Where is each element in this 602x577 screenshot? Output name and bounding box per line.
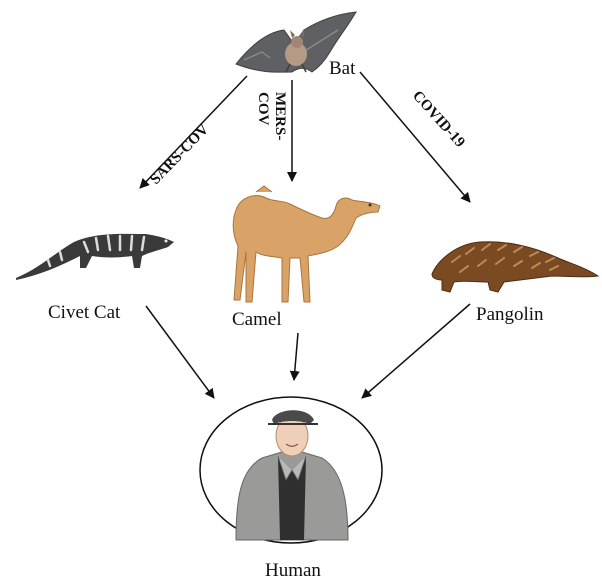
- pangolin-label: Pangolin: [476, 304, 544, 325]
- bat-label: Bat: [329, 58, 356, 79]
- mers-cov-label: MERS- COV: [255, 92, 288, 140]
- civet-icon: [16, 234, 174, 280]
- civet-label: Civet Cat: [48, 302, 121, 323]
- camel-icon: [233, 186, 380, 302]
- sars-cov-label: SARS-COV: [147, 121, 212, 187]
- mers-cov-label-line2: COV: [255, 92, 271, 126]
- pangolin-icon: [432, 242, 598, 292]
- camel-label: Camel: [232, 309, 282, 330]
- pangolin-to-human-arrow: [362, 304, 470, 398]
- civet-to-human-arrow: [146, 306, 214, 398]
- camel-to-human-arrow: [294, 333, 298, 380]
- mers-cov-label-line1: MERS-: [272, 92, 288, 140]
- human-label: Human: [265, 560, 321, 577]
